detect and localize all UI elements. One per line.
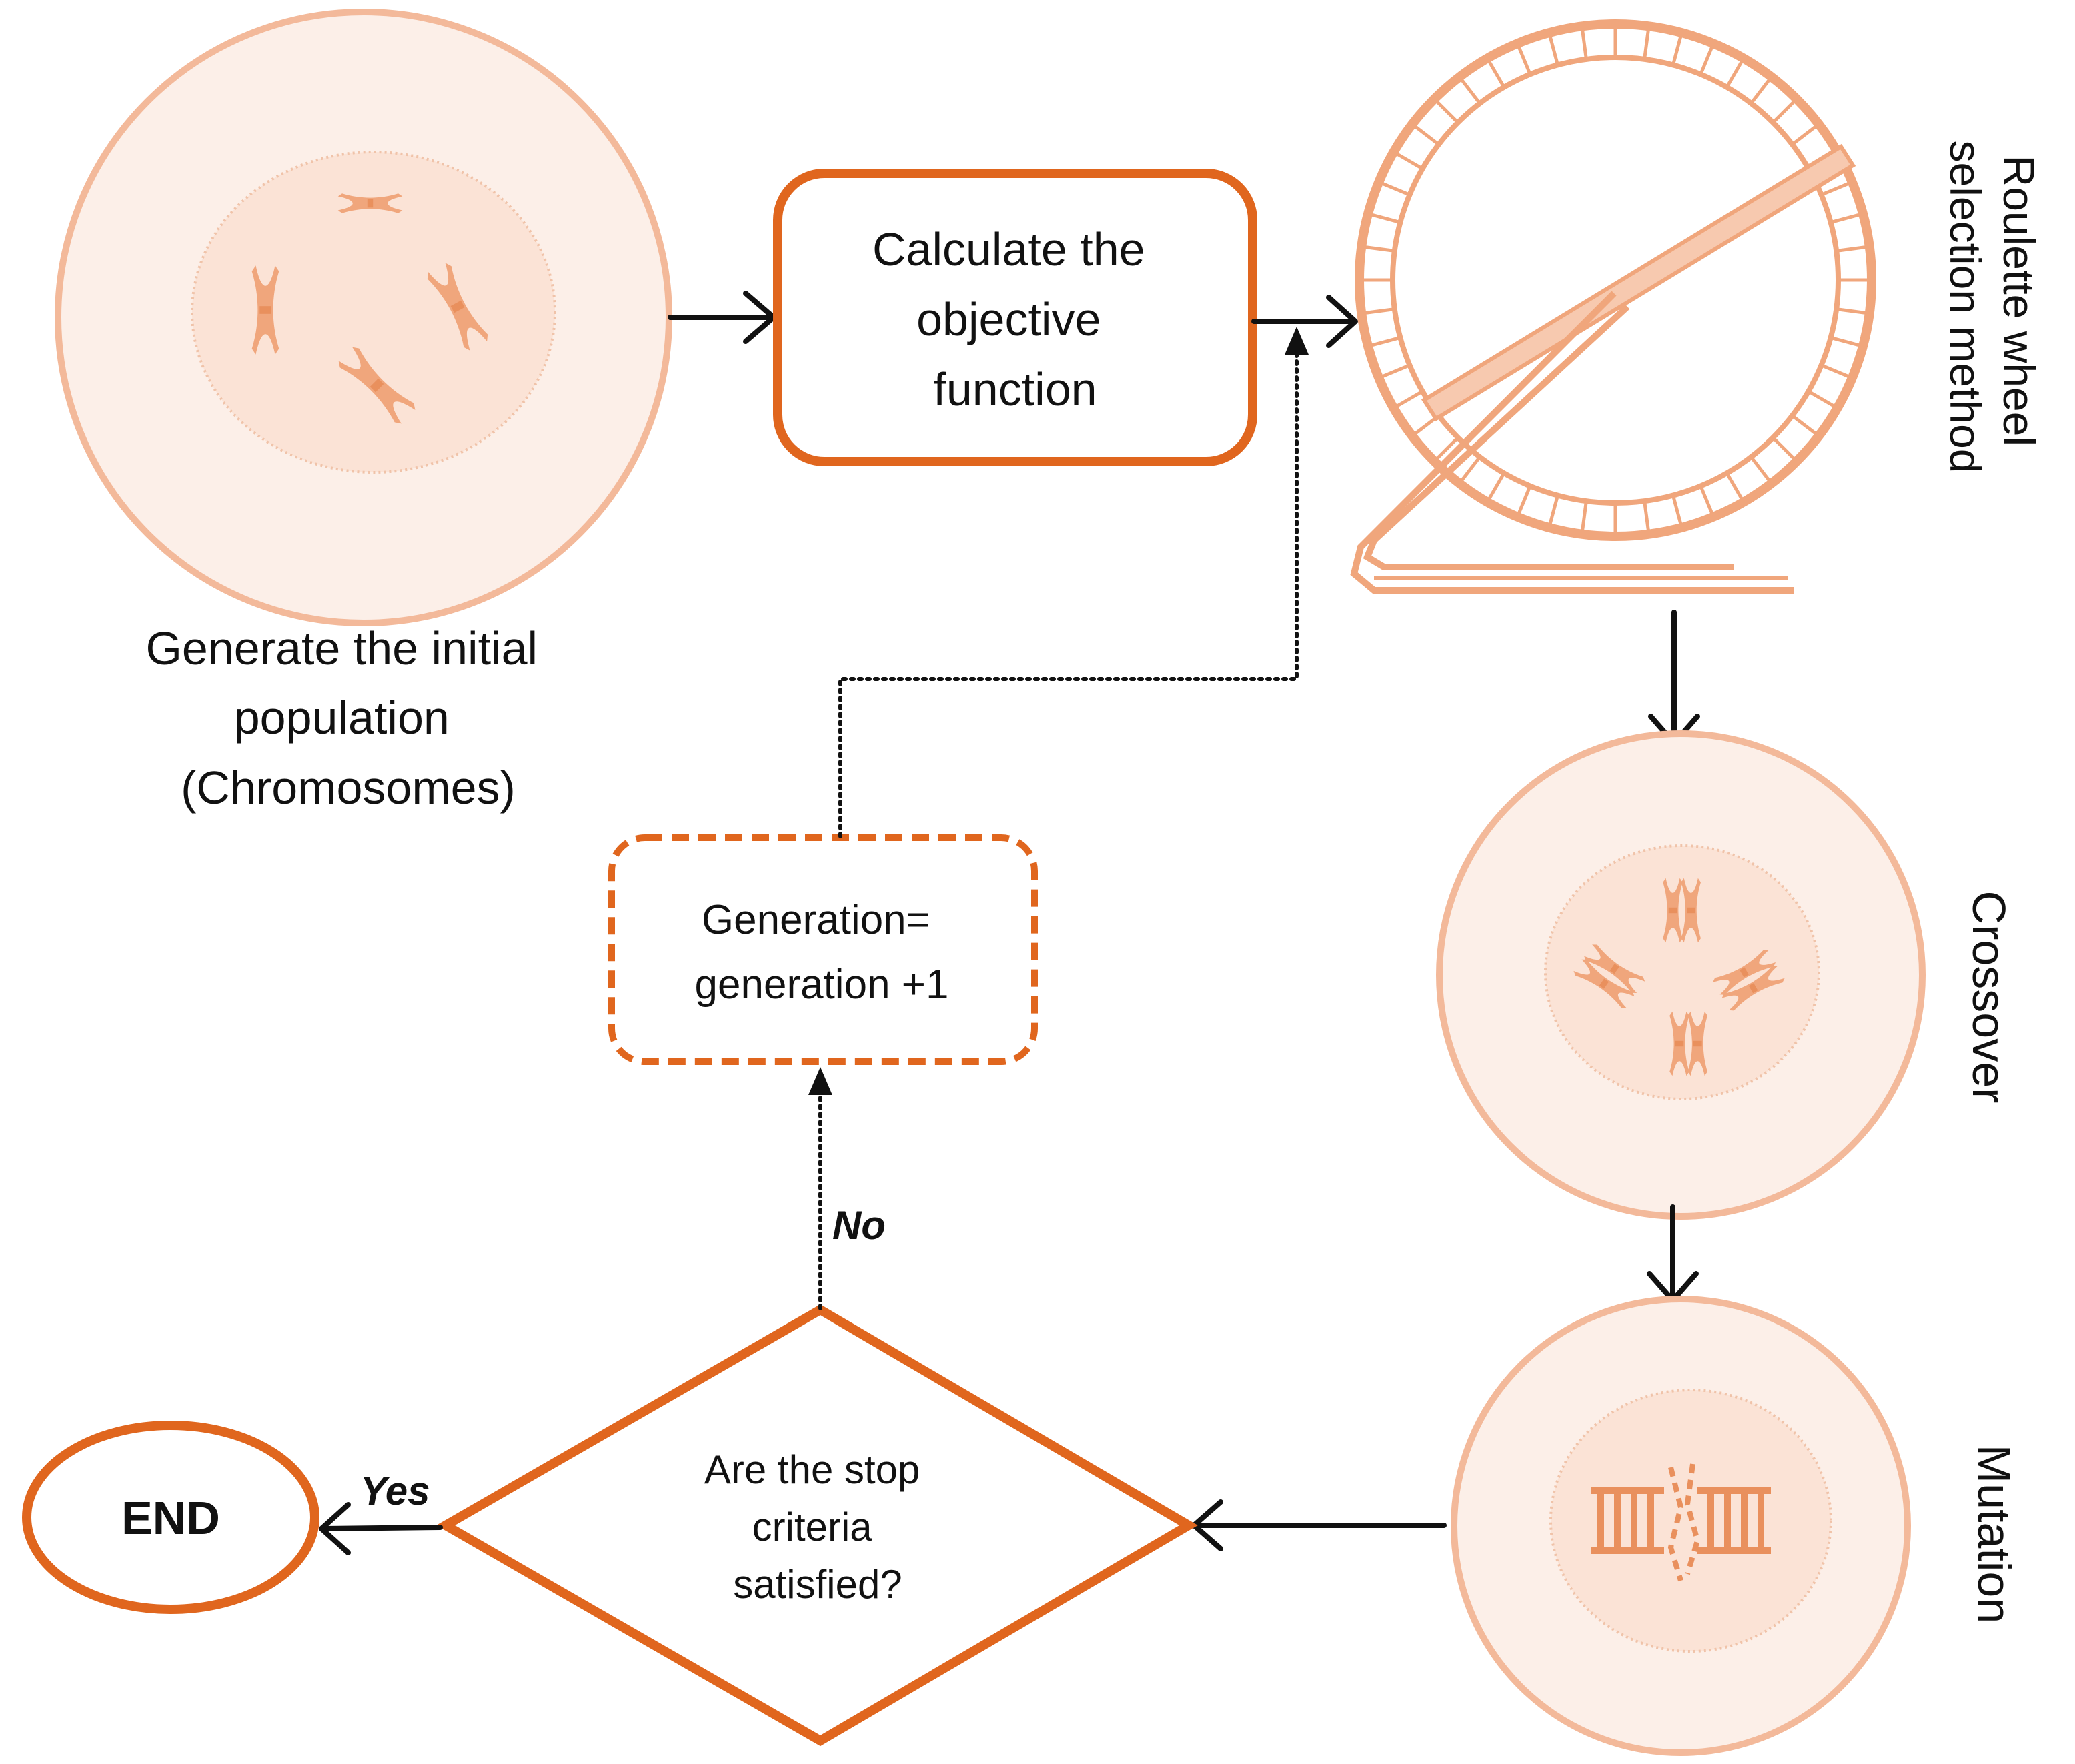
objective-function-box <box>773 169 1257 466</box>
wheel-rim-tick <box>1808 389 1838 410</box>
wheel-rim-tick <box>1515 485 1532 518</box>
wheel-rim-tick <box>1378 180 1411 197</box>
wheel-rim-tick <box>1367 212 1401 224</box>
wheel-rim-tick <box>1820 363 1853 380</box>
wheel-rim-tick <box>1515 43 1532 75</box>
crossover-cell <box>1436 730 1926 1220</box>
decision-label: Are the stop criteria satisfied? <box>704 1447 931 1607</box>
mutation-label: Mutation <box>1968 1445 2020 1623</box>
wheel-rim-tick <box>1750 75 1773 105</box>
wheel-rim-tick <box>1580 500 1588 535</box>
no-label: No <box>832 1203 886 1248</box>
wheel-rim-tick <box>1643 25 1651 60</box>
arrow-crossover-to-mutation <box>1647 1204 1699 1303</box>
roulette-label: Roulette wheel selection method <box>1941 141 2044 474</box>
wheel-rim-tick <box>1836 245 1870 253</box>
mutation-cell <box>1451 1296 1911 1756</box>
wheel-rim-tick <box>1830 212 1864 224</box>
wheel-rim-tick <box>1458 456 1481 485</box>
wheel-rim-tick <box>1699 485 1715 518</box>
arrow-roulette-to-crossover <box>1648 610 1700 746</box>
generation-box <box>608 834 1038 1065</box>
wheel-rim-tick <box>1433 97 1459 124</box>
wheel-rim-tick <box>1580 25 1588 60</box>
wheel-rim-tick <box>1411 123 1440 146</box>
generation-label: Generation= generation +1 <box>695 897 949 1008</box>
wheel-rim-tick <box>1772 436 1798 463</box>
wheel-rim-tick <box>1485 472 1506 503</box>
wheel-rim-tick <box>1671 32 1683 66</box>
end-label: END <box>121 1492 220 1544</box>
yes-label: Yes <box>360 1469 430 1513</box>
wheel-rim-tick <box>1433 436 1459 463</box>
wheel-rim-tick <box>1547 32 1559 66</box>
objective-function-label: Calculate the objective function <box>872 223 1158 415</box>
wheel-rim-tick <box>1772 97 1798 124</box>
initial-population-label: Generate the initial population (Chromos… <box>145 622 550 814</box>
dna-mutation-icon <box>1591 1463 1771 1582</box>
roulette-wheel-icon <box>1350 19 1876 594</box>
wheel-rim-tick <box>1820 180 1853 197</box>
wheel-rim-tick <box>1791 123 1820 146</box>
wheel-rim-tick <box>1725 57 1746 88</box>
wheel-rim-tick <box>1361 307 1395 315</box>
wheel-rim-tick <box>1643 500 1651 535</box>
arrow-generation-loop <box>838 327 1309 838</box>
wheel-rim-tick <box>1750 456 1773 485</box>
wheel-rim-tick <box>1725 472 1746 503</box>
wheel-rim-tick <box>1378 363 1411 380</box>
arrow-decision-to-generation <box>808 1067 832 1310</box>
wheel-rim-tick <box>1458 75 1481 105</box>
wheel-rim-tick <box>1393 389 1423 410</box>
wheel-rim-tick <box>1485 57 1506 88</box>
arrow-population-to-objective <box>668 291 776 344</box>
wheel-rim-tick <box>1671 494 1683 528</box>
arrow-objective-to-roulette <box>1251 295 1358 348</box>
wheel-rim-tick <box>1699 43 1715 75</box>
wheel-rim-tick <box>1836 307 1870 315</box>
wheel-rim-tick <box>1393 150 1423 171</box>
initial-population-cell <box>55 9 672 626</box>
decision-diamond <box>436 1304 1198 1747</box>
end-terminal <box>22 1421 319 1614</box>
wheel-rim-tick <box>1547 494 1559 528</box>
wheel-rim-tick <box>1361 245 1395 253</box>
wheel-rim-tick <box>1791 414 1820 437</box>
wheel-rim-tick <box>1367 336 1401 348</box>
crossover-label: Crossover <box>1963 891 2015 1104</box>
arrow-decision-to-end <box>319 1502 443 1555</box>
arrow-mutation-to-decision <box>1191 1499 1447 1551</box>
wheel-rim-tick <box>1830 336 1864 348</box>
